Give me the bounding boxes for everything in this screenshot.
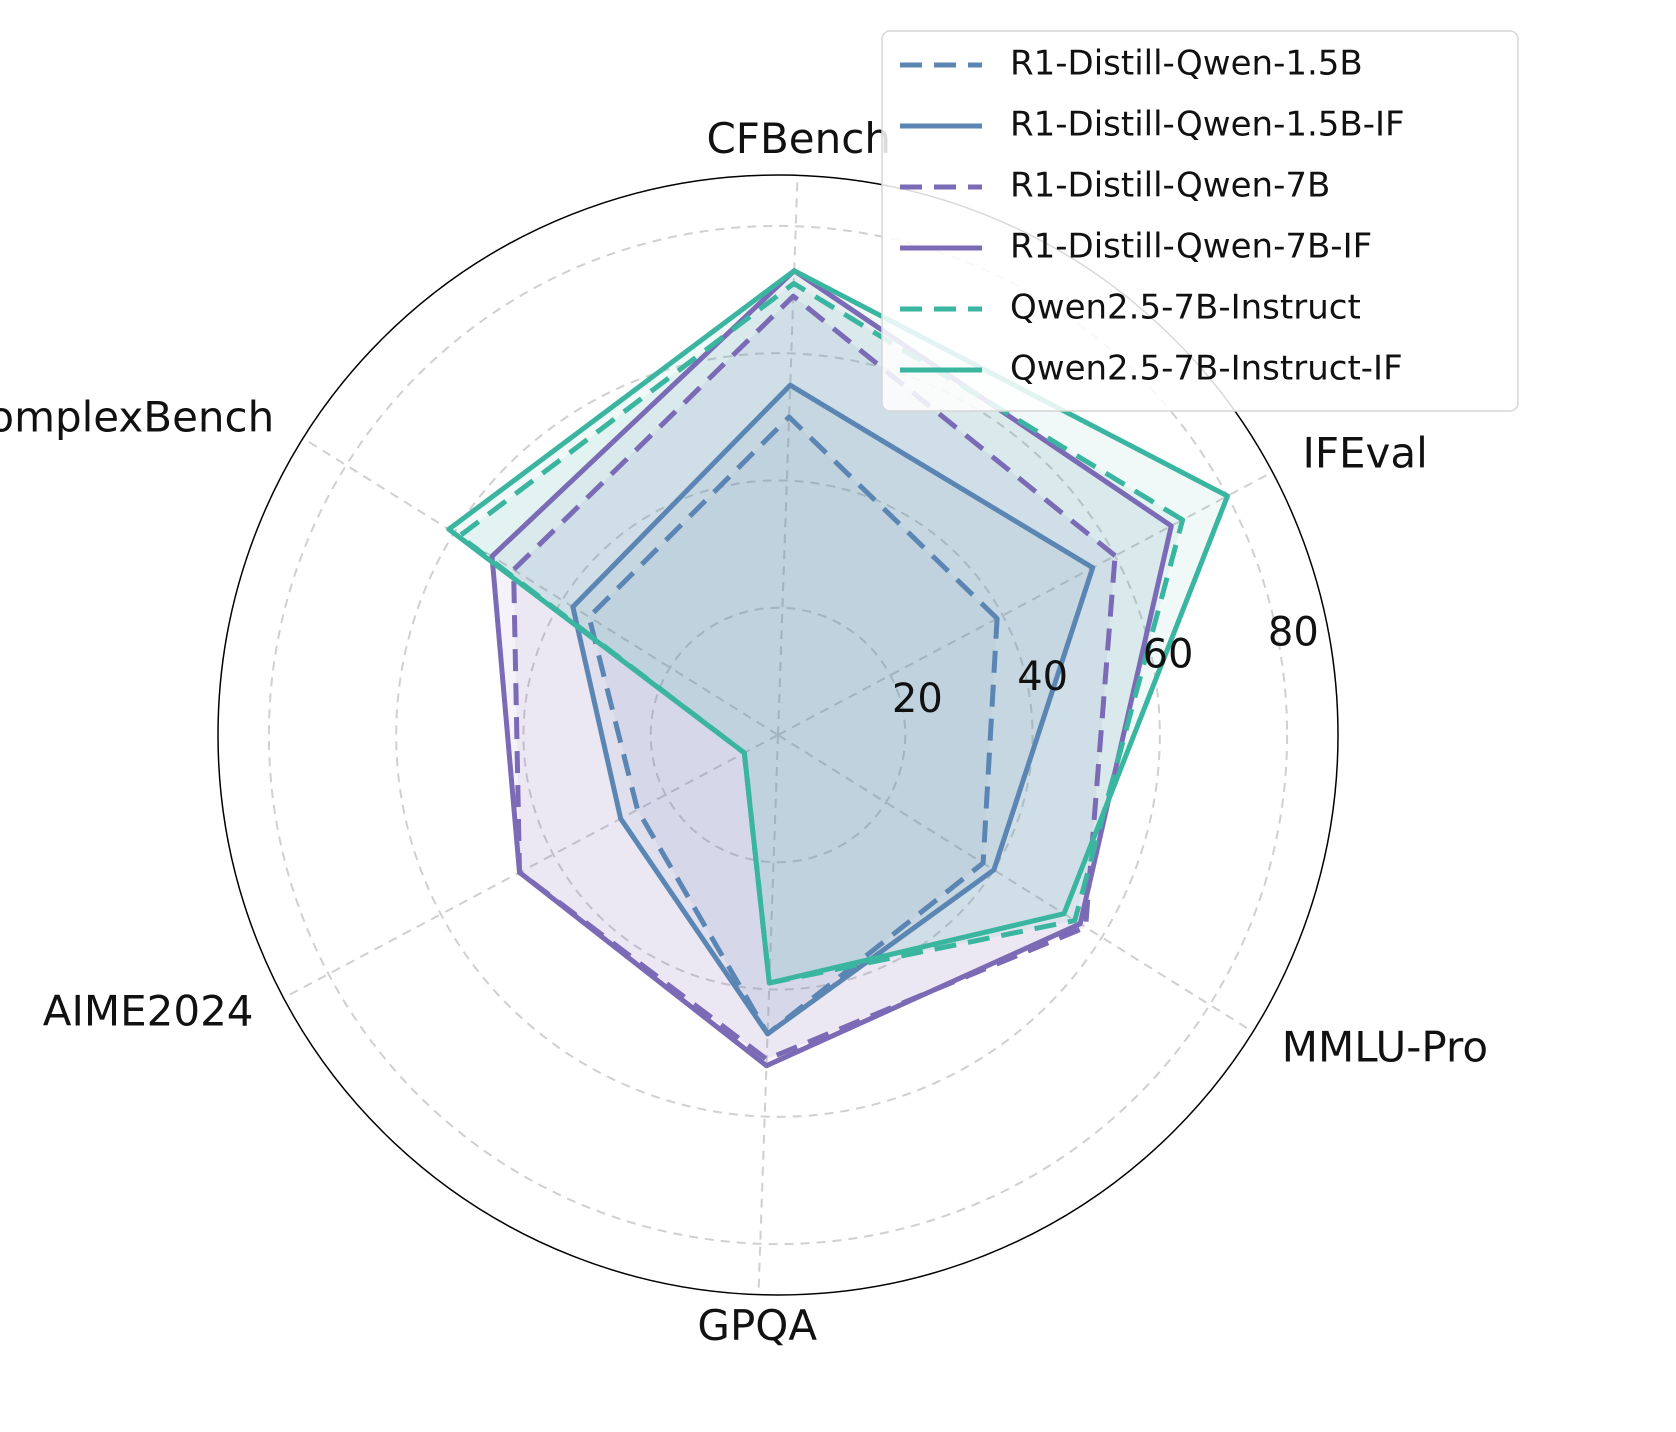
line-layer <box>446 268 1230 1069</box>
series-fill-2 <box>513 296 1116 1060</box>
category-label: ComplexBench <box>0 393 274 442</box>
grid-circle-40 <box>522 479 1034 991</box>
legend: R1-Distill-Qwen-1.5B R1-Distill-Qwen-1.5B… <box>881 30 1519 412</box>
legend-label: R1-Distill-Qwen-1.5B-IF <box>1010 105 1405 145</box>
series-fill-4 <box>459 283 1183 983</box>
series-fill-3 <box>492 270 1172 1066</box>
tick-layer: 20 40 60 80 <box>892 610 1319 722</box>
r-tick-label: 40 <box>1017 654 1068 700</box>
series-fill-5 <box>448 270 1228 983</box>
legend-label: R1-Distill-Qwen-7B <box>1010 166 1330 206</box>
r-tick-label: 20 <box>892 676 943 722</box>
legend-box <box>881 30 1519 412</box>
grid-spoke <box>757 734 779 1295</box>
grid-circle-60 <box>395 352 1161 1118</box>
grid-spoke <box>302 437 779 736</box>
category-label: CFBench <box>706 114 890 163</box>
axis-label-layer: IFEval CFBenchComplexBenchAIME2024GPQA MML… <box>0 114 1488 1350</box>
grid-circle-20 <box>649 606 907 864</box>
legend-label: Qwen2.5-7B-Instruct-IF <box>1010 349 1403 389</box>
r-tick-label: 60 <box>1143 632 1194 678</box>
grid-spoke <box>777 734 1254 1033</box>
polar-frame <box>217 174 1339 1296</box>
series-line-1 <box>570 382 1096 1037</box>
grid-circle-80 <box>267 224 1289 1246</box>
fill-layer <box>448 270 1228 1066</box>
category-label: GPQA <box>697 1301 817 1350</box>
category-label: AIME2024 <box>43 986 254 1035</box>
series-line-5 <box>446 268 1230 986</box>
r-tick-label: 80 <box>1268 610 1319 656</box>
category-label: IFEval <box>1302 429 1427 478</box>
legend-label: R1-Distill-Qwen-7B-IF <box>1010 227 1372 267</box>
grid-spoke <box>283 734 779 999</box>
grid-spoke <box>777 471 1273 736</box>
series-fill-1 <box>572 385 1093 1034</box>
series-fill-0 <box>589 417 998 1034</box>
category-label: MMLU-Pro <box>1282 1022 1488 1071</box>
legend-label: R1-Distill-Qwen-1.5B <box>1010 44 1363 84</box>
legend-label: Qwen2.5-7B-Instruct <box>1010 288 1361 328</box>
series-line-0 <box>586 414 1000 1037</box>
